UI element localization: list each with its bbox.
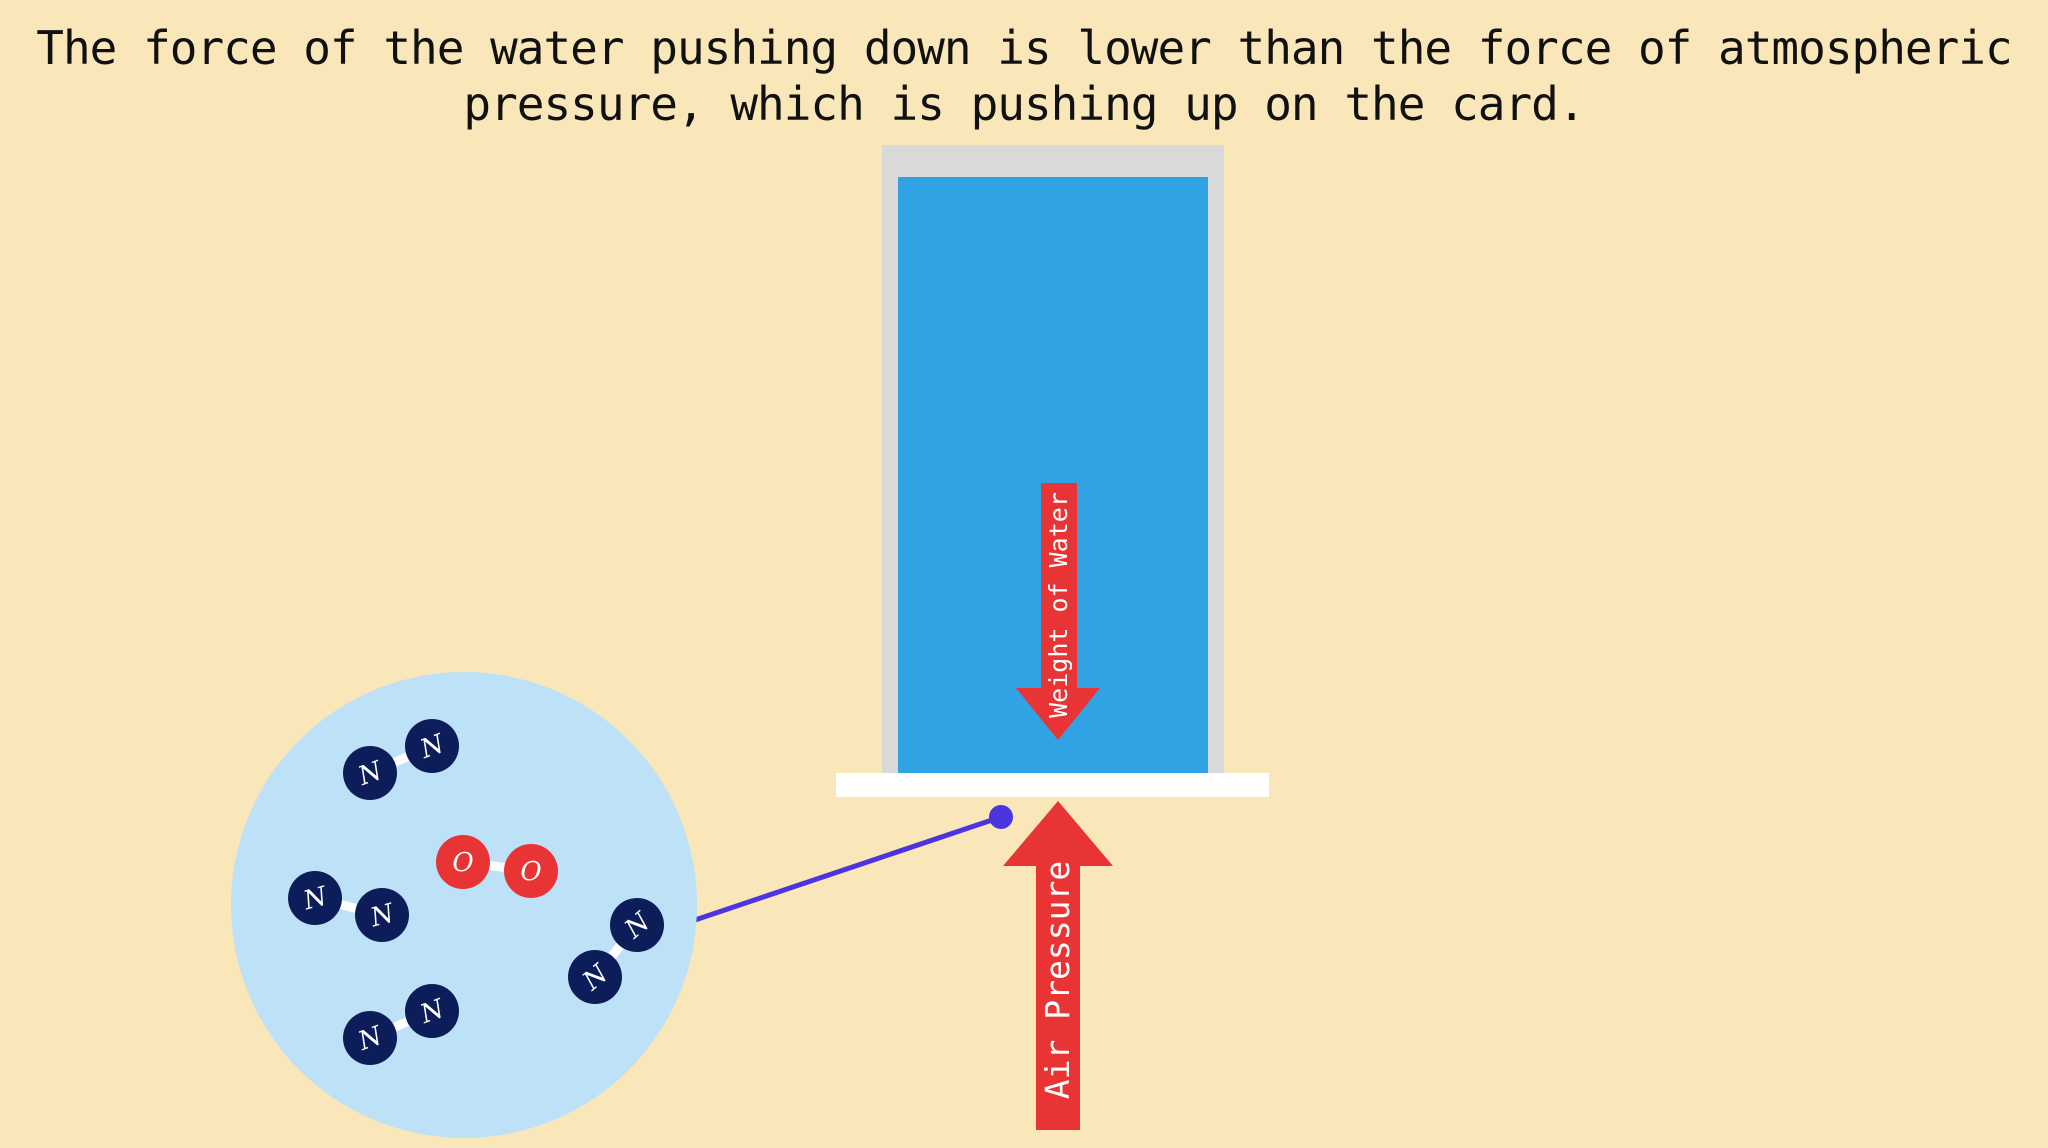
nitrogen-atom [610,898,664,952]
nitrogen-molecule: N N [343,719,459,800]
caption: The force of the water pushing down is l… [0,20,2048,132]
oxygen-symbol: O [452,848,473,878]
nitrogen-atom [288,871,342,925]
pointer-dot [989,805,1013,829]
nitrogen-atom [343,746,397,800]
oxygen-symbol: O [520,857,541,887]
nitrogen-molecule: N N [568,898,664,1004]
weight-of-water-label: Weight of Water [1044,492,1073,718]
oxygen-atom [436,835,490,889]
nitrogen-molecule: N N [288,871,409,942]
air-pressure-arrow: Air Pressure [1003,801,1113,1130]
air-pressure-label: Air Pressure [1038,861,1077,1099]
card [836,773,1269,797]
nitrogen-atom [568,950,622,1004]
caption-line-1: The force of the water pushing down is l… [36,21,2012,75]
zoom-pointer [691,805,1013,924]
oxygen-molecule: O O [436,835,558,898]
nitrogen-atom [343,1011,397,1065]
nitrogen-atom [355,888,409,942]
nitrogen-atom [405,984,459,1038]
air-zoom-circle [231,672,697,1138]
nitrogen-molecule: N N [343,984,459,1065]
nitrogen-atom [405,719,459,773]
oxygen-atom [504,844,558,898]
weight-of-water-arrow: Weight of Water [1016,483,1100,740]
caption-line-2: pressure, which is pushing up on the car… [463,77,1585,131]
